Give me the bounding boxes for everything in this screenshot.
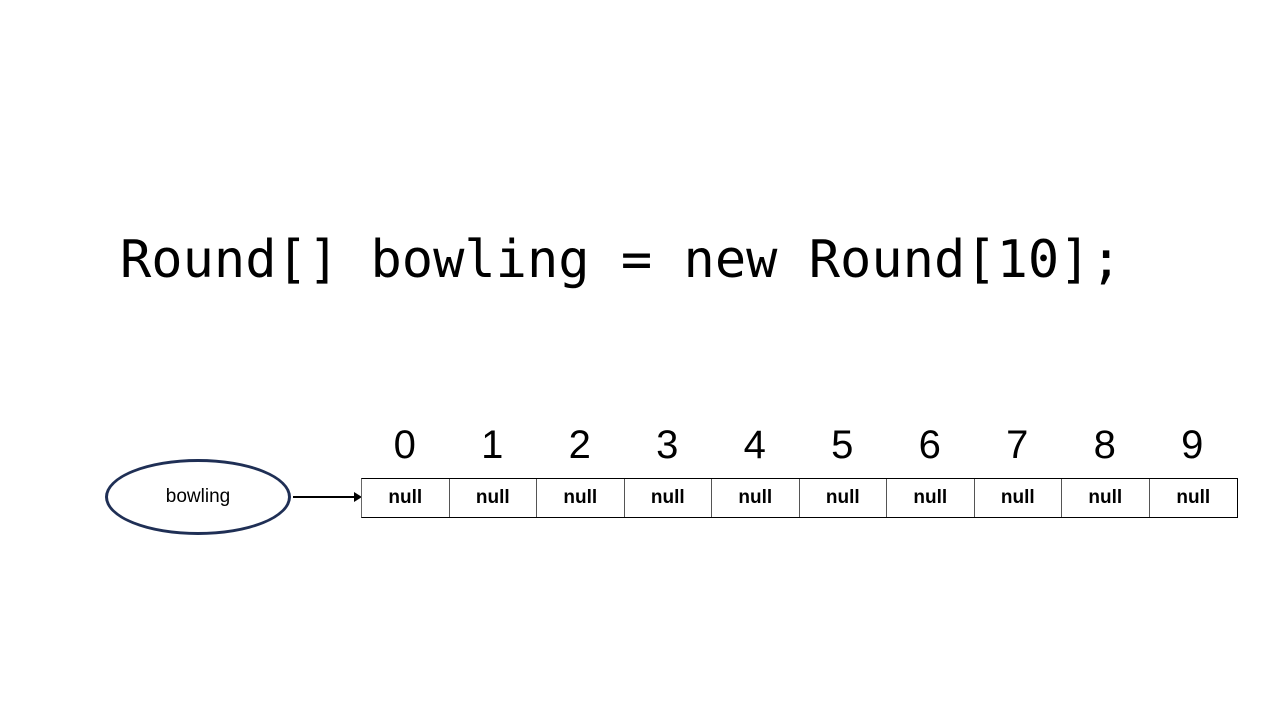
array-index: 0 xyxy=(393,423,416,467)
reference-arrow xyxy=(293,496,355,498)
variable-label: bowling xyxy=(165,486,231,507)
array-index: 2 xyxy=(568,423,591,467)
array-cells: null null null null null null null null … xyxy=(361,478,1238,518)
array-index: 6 xyxy=(918,423,941,467)
array-index: 5 xyxy=(831,423,854,467)
variable-ellipse: bowling xyxy=(105,459,291,535)
array-cell: null xyxy=(712,479,800,517)
array-cell: null xyxy=(975,479,1062,517)
array-index: 9 xyxy=(1181,423,1204,467)
array-cell: null xyxy=(800,479,887,517)
array-index: 7 xyxy=(1006,423,1029,467)
code-statement: Round[] bowling = new Round[10]; xyxy=(120,230,1122,290)
array-cell: null xyxy=(362,479,450,517)
array-index: 1 xyxy=(481,423,504,467)
array-cell: null xyxy=(1176,487,1211,508)
array-index: 3 xyxy=(656,423,679,467)
array-cell: null xyxy=(450,479,537,517)
array-indices: 0 1 2 3 4 5 6 7 8 9 xyxy=(361,420,1236,470)
array-index: 8 xyxy=(1093,423,1116,467)
array-cell: null xyxy=(537,479,625,517)
array-cell: null xyxy=(625,479,712,517)
arrowhead-icon xyxy=(354,492,362,502)
array-cell: null xyxy=(887,479,975,517)
array-index: 4 xyxy=(743,423,766,467)
array-cell: null xyxy=(1062,479,1150,517)
